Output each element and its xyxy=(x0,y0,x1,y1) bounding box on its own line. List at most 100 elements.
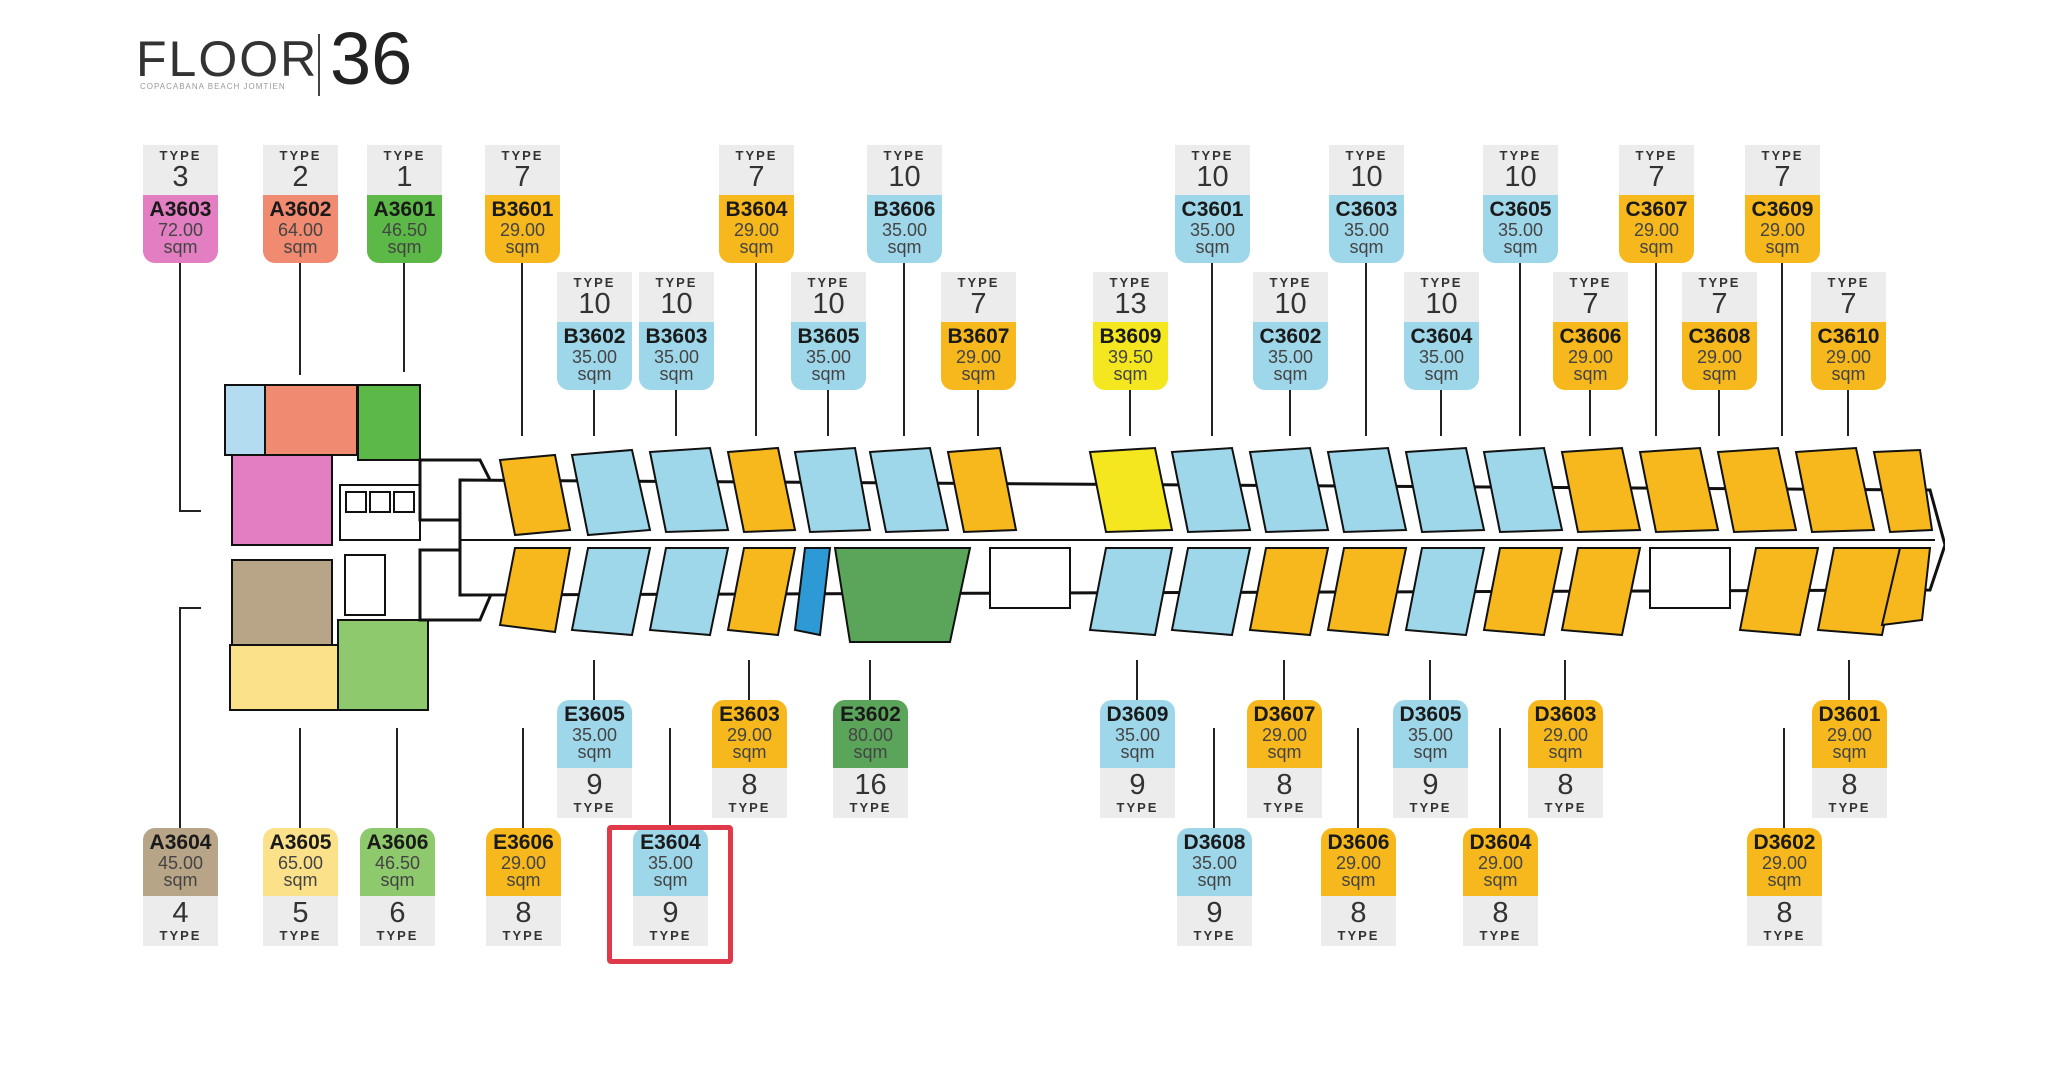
unit-area: 29.00 xyxy=(1696,347,1743,367)
unit-type-number: 7 xyxy=(1582,288,1599,320)
unit-sqm-label: sqm xyxy=(1503,237,1538,257)
unit-type-number: 10 xyxy=(1274,288,1307,320)
unit-area: 29.00 xyxy=(500,853,547,873)
unit-area: 35.00 xyxy=(571,347,618,367)
type-word: TYPE xyxy=(728,800,771,815)
unit-area: 35.00 xyxy=(1189,220,1236,240)
leader-line xyxy=(1357,728,1359,828)
unit-id: E3606 xyxy=(493,831,554,854)
unit-id: D3608 xyxy=(1183,831,1246,854)
unit-sqm-label: sqm xyxy=(887,237,922,257)
leader-line xyxy=(1718,390,1720,436)
unit-id: C3602 xyxy=(1259,325,1322,348)
unit-type-number: 8 xyxy=(1841,769,1858,801)
unit-area: 35.00 xyxy=(1343,220,1390,240)
leader-line xyxy=(521,263,523,436)
leader-line xyxy=(869,660,871,700)
unit-area: 29.00 xyxy=(1567,347,1614,367)
leader-line xyxy=(755,263,757,436)
unit-id: C3604 xyxy=(1410,325,1473,348)
unit-type-number: 7 xyxy=(514,161,531,193)
unit-id: D3605 xyxy=(1399,703,1462,726)
unit-type-number: 10 xyxy=(578,288,611,320)
unit-area: 39.50 xyxy=(1107,347,1154,367)
type-word: TYPE xyxy=(735,148,778,163)
unit-sqm-label: sqm xyxy=(1483,870,1518,890)
type-word: TYPE xyxy=(573,800,616,815)
unit-sqm-label: sqm xyxy=(577,742,612,762)
unit-id: E3604 xyxy=(640,831,701,854)
unit-sqm-label: sqm xyxy=(505,237,540,257)
unit-area: 29.00 xyxy=(1335,853,1382,873)
unit-area: 35.00 xyxy=(571,725,618,745)
type-word: TYPE xyxy=(1193,928,1236,943)
unit-type-number: 9 xyxy=(1129,769,1146,801)
unit-type-number: 8 xyxy=(1557,769,1574,801)
unit-id: D3603 xyxy=(1534,703,1597,726)
unit-sqm-label: sqm xyxy=(1639,237,1674,257)
leader-line xyxy=(179,608,181,828)
unit-sqm-label: sqm xyxy=(1548,742,1583,762)
leader-line xyxy=(1589,390,1591,436)
floor-number: 36 xyxy=(330,17,413,100)
floor-divider xyxy=(318,34,320,96)
leader-line xyxy=(748,660,750,700)
leader-line xyxy=(593,390,595,436)
unit-area: 72.00 xyxy=(157,220,204,240)
unit-type-number: 7 xyxy=(970,288,987,320)
leader-line xyxy=(1499,728,1501,828)
